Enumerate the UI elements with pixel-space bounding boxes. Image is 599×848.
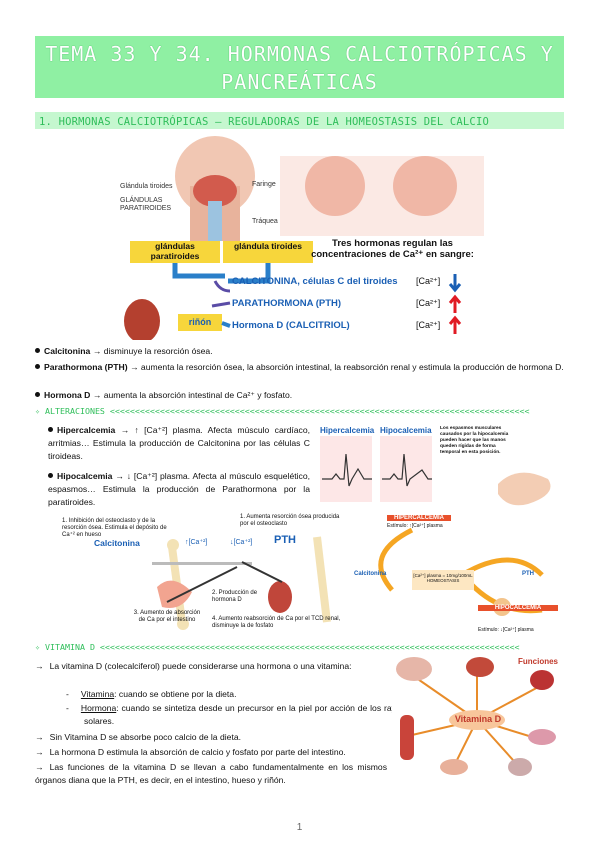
bullet-dot (48, 473, 53, 478)
label-hipercalcemia: HIPERCALCEMIA (387, 515, 451, 521)
label-hipocalcemia: HIPOCALCEMIA (478, 605, 558, 611)
bullet-pth: Parathormona (PTH) → aumenta la resorció… (35, 361, 564, 374)
box-rinon: riñón (188, 317, 212, 327)
note-absorcion: 3. Aumento de absorción de Ca por el int… (133, 610, 201, 623)
box-tiroides: glándula tiroides (233, 241, 302, 251)
vitd-p1: →La vitamina D (colecalciferol) puede co… (35, 661, 352, 671)
vitd-p4: →Las funciones de la vitamina D se lleva… (35, 762, 387, 785)
figure-hormones: Glándula tiroides GLÁNDULAS PARATIROIDES… (120, 131, 484, 340)
label-estimulo-up: Estímulo: ↑[Ca²⁺] plasma (387, 523, 443, 529)
hormone-calcitonina: CALCITONINA, células C del tiroides (232, 276, 398, 287)
bullet-dot (48, 427, 53, 432)
figure-hormones-graphic (124, 136, 484, 340)
label-calcitonin-fig4: Calcitonina (354, 571, 387, 577)
figure-calcitonin-pth-graphic (152, 536, 331, 630)
vitd-vitamina: -Vitamina: cuando se obtiene por la diet… (66, 689, 237, 699)
alteracion-hipercalcemia: Hipercalcemia → ↑ [Ca⁺²] plasma. Afecta … (48, 425, 310, 461)
figure-vitamin-d: Vitamina D Funciones (392, 655, 564, 783)
page-number: 1 (296, 822, 303, 833)
figure-ecg: Hipercalcemia Hipocalcemia Los espasmos … (318, 424, 564, 512)
ca-label-2: [Ca²⁺] (416, 298, 441, 308)
label-ca-up: ↑[Ca⁺²] (185, 539, 208, 546)
bullet-dot (35, 392, 40, 397)
ca-label-1: [Ca²⁺] (416, 276, 441, 286)
label-ca-down: ↓[Ca⁺²] (230, 539, 253, 546)
bullet-calcitonina: Calcitonina → disminuye la resorción óse… (35, 345, 564, 358)
label-pharynx: Faringe (252, 181, 276, 188)
label-estimulo-down: Estímulo: ↓[Ca²⁺] plasma (478, 627, 534, 633)
hormones-heading: Tres hormonas regulan las concentracione… (311, 238, 474, 260)
alteracion-hipocalcemia: Hipocalcemia → ↓ [Ca⁺²] plasma. Afecta a… (48, 471, 310, 507)
note-hormona-d: 2. Producción de hormona D (212, 590, 258, 603)
figure-vitamin-d-graphic (396, 657, 556, 776)
label-thyroid: Glándula tiroides (120, 183, 173, 190)
note-pth-1: 1. Aumenta resorción ósea producida por … (240, 514, 340, 527)
vitamin-d-center: Vitamina D (454, 714, 502, 724)
label-calcitonina: Calcitonina (94, 538, 140, 548)
vitd-p3: →La hormona D estimula la absorción de c… (35, 747, 346, 757)
label-trachea: Tráquea (252, 218, 278, 225)
box-paratiroides: glándulas paratiroides (150, 241, 200, 261)
page-title: TEMA 33 Y 34. HORMONAS CALCIOTRÓPICAS Y … (45, 42, 554, 94)
label-parathyroid: GLÁNDULAS PARATIROIDES (120, 197, 172, 212)
hormone-d: Hormona D (CALCITRIOL) (232, 320, 350, 331)
bullet-hormona-d: Hormona D → aumenta la absorción intesti… (35, 389, 564, 402)
vitd-heading: ✧ VITAMINA D <<<<<<<<<<<<<<<<<<<<<<<<<<<… (35, 642, 520, 652)
ca-label-3: [Ca²⁺] (416, 320, 441, 330)
ecg-hipocalcemia-label: Hipocalcemia (380, 426, 432, 435)
label-pth: PTH (274, 534, 296, 546)
vitd-hormona: -Hormona: cuando se sintetiza desde un p… (66, 703, 405, 726)
figure-homeostasis: HIPERCALCEMIA Estímulo: ↑[Ca²⁺] plasma [… (352, 515, 564, 637)
title-band: TEMA 33 Y 34. HORMONAS CALCIOTRÓPICAS Y … (35, 36, 564, 98)
bullet-dot (35, 348, 40, 353)
section-heading-1: 1. HORMONAS CALCIOTRÓPICAS – REGULADORAS… (35, 112, 564, 129)
ecg-note: Los espasmos musculares causados por la … (440, 426, 509, 455)
label-homeostasis: [Ca²⁺] plasma = 10mg/100mL HOMEOSTASIS (413, 573, 473, 583)
note-calcitonin-1: 1. Inhibición del osteoclasto y de la re… (62, 518, 167, 538)
ecg-hipercalcemia-label: Hipercalcemia (320, 426, 375, 435)
note-reabsorcion: 4. Aumento reabsorción de Ca por el TCD … (212, 616, 341, 629)
bullet-dot (35, 364, 40, 369)
figure-calcitonin-pth: 1. Inhibición del osteoclasto y de la re… (62, 512, 348, 638)
vitd-p2: →Sin Vitamina D se absorbe poco calcio d… (35, 732, 241, 742)
funciones-label: Funciones (518, 657, 559, 666)
alteraciones-heading: ✧ ALTERACIONES <<<<<<<<<<<<<<<<<<<<<<<<<… (35, 406, 530, 416)
hormone-pth: PARATHORMONA (PTH) (232, 298, 342, 309)
label-pth-fig4: PTH (522, 571, 534, 577)
ecg-graphic (320, 436, 551, 506)
